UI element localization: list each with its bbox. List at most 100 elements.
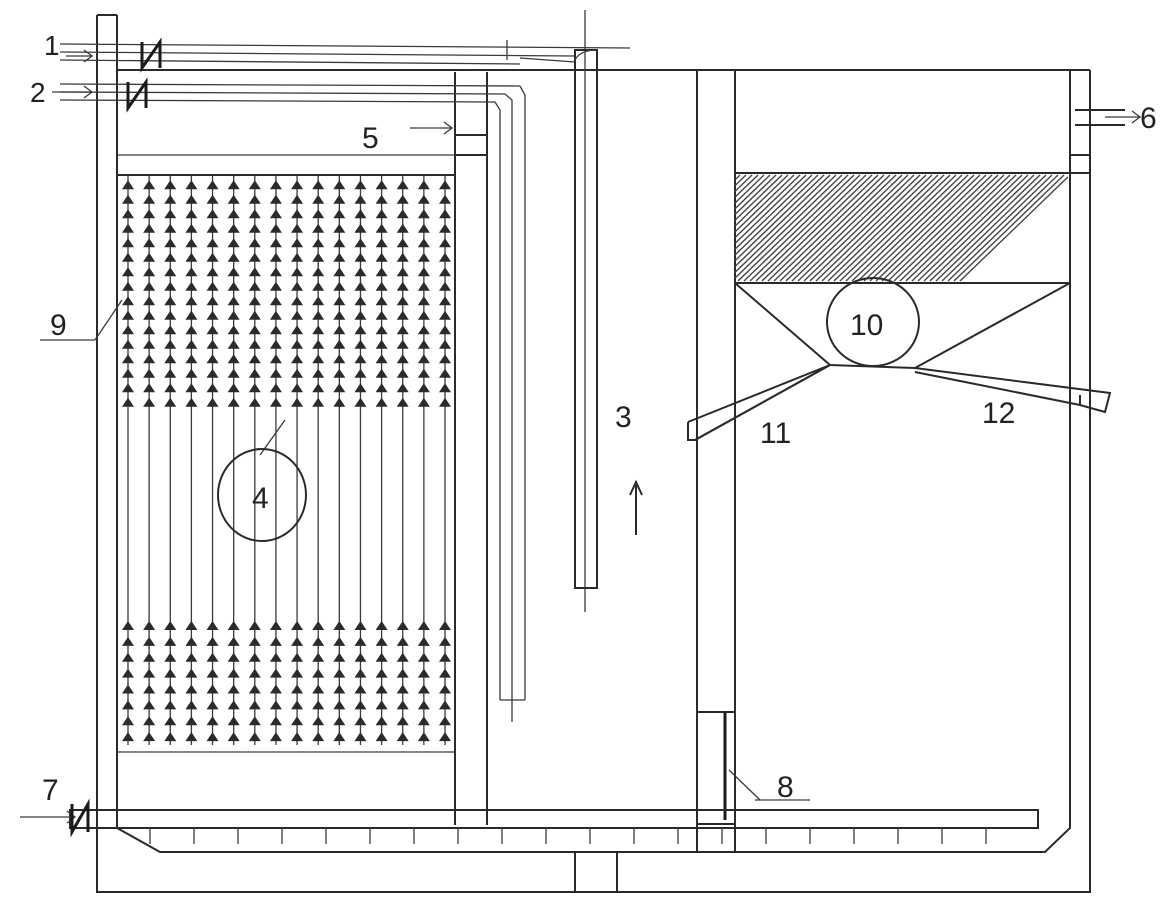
fiber-tuft [206, 668, 219, 678]
plate-line [779, 174, 891, 282]
fiber-tuft [439, 180, 451, 190]
fiber-tuft [439, 716, 451, 726]
fiber-tuft [248, 652, 261, 662]
fiber-tuft [164, 339, 177, 349]
fiber-tuft [333, 354, 346, 364]
fiber-tuft [439, 194, 451, 204]
fiber-tuft [269, 652, 282, 662]
fiber-tuft [185, 310, 198, 320]
fiber-tuft [375, 194, 388, 204]
fiber-tuft [291, 281, 304, 291]
fiber-tuft [206, 252, 219, 262]
fiber-tuft [143, 684, 156, 694]
fiber-tuft [143, 620, 156, 630]
plate-line [761, 174, 873, 282]
fiber-tuft [333, 636, 346, 646]
fiber-tuft [396, 310, 409, 320]
fiber-tuft [185, 252, 198, 262]
outlet-pipe [1075, 109, 1142, 126]
fiber-tuft [291, 668, 304, 678]
fiber-tuft [312, 310, 325, 320]
fiber-tuft [396, 339, 409, 349]
label-6: 6 [1140, 102, 1157, 135]
fiber-tuft [164, 636, 177, 646]
fiber-tuft [227, 238, 240, 248]
plate-line [755, 174, 867, 282]
fiber-tuft [396, 325, 409, 335]
plate-line [869, 174, 981, 282]
fiber-tuft [312, 325, 325, 335]
plate-line [809, 174, 921, 282]
fiber-tuft [291, 267, 304, 277]
fiber-tuft [143, 296, 156, 306]
fiber-tuft [164, 716, 177, 726]
plate-line [875, 174, 987, 282]
fiber-tuft [248, 700, 261, 710]
fiber-tuft [164, 368, 177, 378]
fiber-tuft [312, 238, 325, 248]
fiber-tuft [333, 194, 346, 204]
fiber-tuft [164, 732, 177, 742]
fiber-tuft [206, 652, 219, 662]
fiber-tuft [312, 267, 325, 277]
fiber-tuft [312, 668, 325, 678]
fiber-tuft [227, 354, 240, 364]
fiber-tuft [439, 652, 451, 662]
fiber-tuft [333, 281, 346, 291]
fiber-tuft [375, 684, 388, 694]
fiber-tuft [122, 223, 134, 233]
fiber-tuft [143, 194, 156, 204]
fiber-tuft [143, 339, 156, 349]
fiber-tuft [333, 310, 346, 320]
riser-tube [519, 10, 598, 612]
plate-line [737, 174, 849, 282]
fiber-tuft [248, 732, 261, 742]
plate-line [791, 174, 903, 282]
plate-line [785, 174, 897, 282]
fiber-tuft [248, 684, 261, 694]
fiber-tuft [143, 668, 156, 678]
plate-line [773, 174, 885, 282]
label-9: 9 [50, 309, 67, 342]
fiber-tuft [164, 267, 177, 277]
fiber-tuft [312, 180, 325, 190]
fiber-tuft [269, 636, 282, 646]
fiber-tuft [227, 636, 240, 646]
fiber-tuft [248, 180, 261, 190]
fiber-tuft [439, 383, 451, 393]
fiber-tuft [164, 281, 177, 291]
fiber-tuft [206, 383, 219, 393]
fiber-tuft [375, 700, 388, 710]
plate-line [734, 174, 837, 273]
fiber-tuft [122, 238, 134, 248]
fiber-tuft [354, 397, 367, 407]
fiber-tuft [439, 325, 451, 335]
fiber-tuft [227, 310, 240, 320]
fiber-tuft [143, 732, 156, 742]
label-3: 3 [615, 401, 632, 434]
plate-line [734, 174, 741, 181]
fiber-tuft [143, 700, 156, 710]
fiber-tuft [227, 252, 240, 262]
fiber-tuft [227, 668, 240, 678]
fiber-tuft [354, 700, 367, 710]
fiber-tuft [122, 684, 134, 694]
fiber-tuft [248, 310, 261, 320]
fiber-tuft [206, 267, 219, 277]
plate-line [815, 174, 927, 282]
fiber-tuft [248, 267, 261, 277]
fiber-tuft [417, 209, 430, 219]
fiber-tuft [164, 209, 177, 219]
inlet-5 [410, 121, 454, 135]
fiber-tuft [333, 267, 346, 277]
fiber-tuft [248, 636, 261, 646]
fiber-tuft [227, 716, 240, 726]
fiber-tuft [396, 397, 409, 407]
fiber-tuft [333, 296, 346, 306]
fiber-tuft [354, 636, 367, 646]
fiber-tuft [122, 281, 134, 291]
fiber-tuft [312, 339, 325, 349]
fiber-tuft [417, 397, 430, 407]
fiber-tuft [417, 281, 430, 291]
